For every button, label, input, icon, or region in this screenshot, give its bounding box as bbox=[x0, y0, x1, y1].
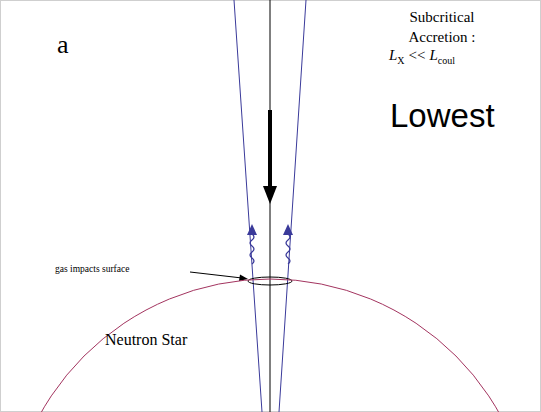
luminosity-symbol: L bbox=[389, 47, 397, 63]
column-axis bbox=[270, 0, 271, 412]
emission-arrowhead bbox=[283, 224, 293, 235]
luminosity-condition: LX<<Lcoul bbox=[389, 46, 455, 67]
emission-arrowhead bbox=[247, 224, 257, 235]
emission-wave bbox=[250, 234, 254, 264]
leader-label: gas impacts surface bbox=[55, 264, 129, 275]
panel-letter: a bbox=[57, 30, 69, 60]
hot-spot bbox=[248, 277, 292, 285]
accretion-column-edge bbox=[234, 0, 262, 412]
luminosity-symbol: L bbox=[430, 47, 438, 63]
luminosity-subscript: X bbox=[397, 55, 404, 66]
emission-wave bbox=[286, 234, 290, 264]
level-label: Lowest bbox=[390, 97, 495, 135]
luminosity-subscript: coul bbox=[438, 55, 455, 66]
star-label: Neutron Star bbox=[105, 331, 187, 349]
star-circle bbox=[7, 279, 533, 412]
star-outline bbox=[6, 278, 534, 412]
leader-line bbox=[190, 272, 242, 278]
neutron-star: Neutron Star bbox=[6, 278, 534, 412]
much-less-sign: << bbox=[409, 47, 426, 63]
accretion-column-edge bbox=[279, 0, 306, 412]
infall-arrowhead bbox=[263, 186, 277, 204]
regime-title: Subcritical Accretion : bbox=[387, 8, 497, 47]
infall-arrow bbox=[268, 110, 272, 188]
